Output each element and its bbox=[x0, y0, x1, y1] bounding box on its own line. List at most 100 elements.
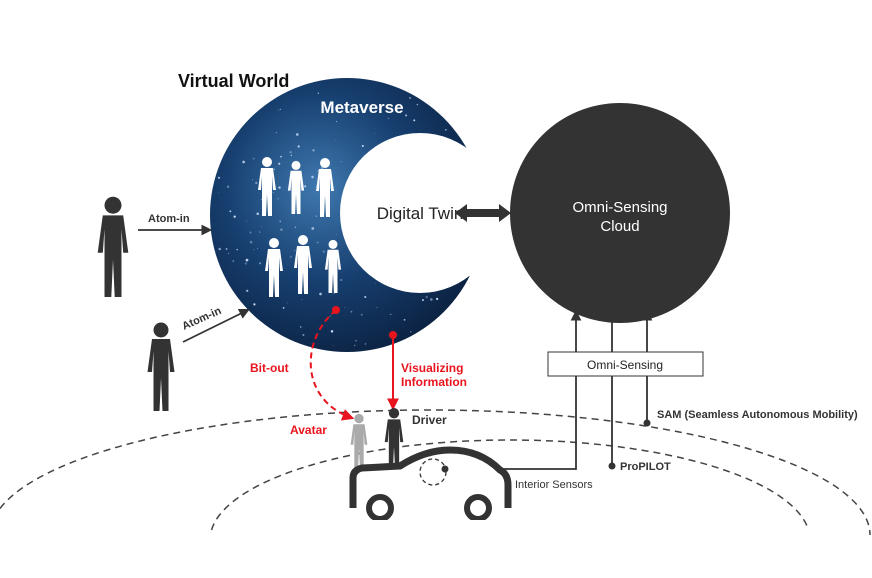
star bbox=[242, 160, 245, 164]
star bbox=[227, 252, 230, 255]
star bbox=[277, 109, 279, 111]
star bbox=[260, 199, 262, 201]
star bbox=[390, 313, 392, 315]
star bbox=[367, 104, 369, 106]
star bbox=[293, 249, 296, 252]
star bbox=[289, 150, 292, 154]
star bbox=[413, 119, 416, 122]
omni-sensing-box-label: Omni-Sensing bbox=[587, 358, 663, 372]
star bbox=[425, 295, 428, 299]
star bbox=[275, 132, 277, 134]
star bbox=[218, 247, 221, 251]
star bbox=[282, 306, 285, 309]
star bbox=[322, 250, 325, 253]
star bbox=[246, 220, 248, 222]
star bbox=[301, 299, 303, 300]
star bbox=[332, 345, 334, 346]
star bbox=[361, 144, 364, 148]
star bbox=[297, 145, 300, 148]
star bbox=[340, 161, 342, 163]
cloud-label-2: Cloud bbox=[600, 218, 639, 235]
star bbox=[311, 175, 314, 179]
star bbox=[350, 310, 353, 313]
star bbox=[225, 248, 228, 250]
star bbox=[317, 92, 320, 94]
star bbox=[261, 226, 262, 228]
star bbox=[277, 198, 279, 200]
star bbox=[416, 103, 419, 106]
driver-figure bbox=[384, 408, 404, 469]
star bbox=[286, 302, 288, 304]
star bbox=[218, 191, 220, 193]
star bbox=[259, 262, 262, 265]
star bbox=[421, 299, 424, 302]
atom-in-label-2: Atom-in bbox=[180, 305, 223, 333]
star bbox=[257, 247, 259, 249]
star bbox=[299, 326, 302, 328]
star bbox=[375, 282, 377, 284]
star bbox=[273, 168, 275, 170]
interior-sensors-label: Interior Sensors bbox=[515, 479, 593, 491]
car-icon bbox=[340, 446, 520, 529]
star bbox=[335, 234, 337, 235]
cloud-label-1: Omni-Sensing bbox=[572, 199, 667, 216]
star bbox=[233, 215, 236, 218]
star bbox=[336, 121, 338, 123]
sam-label: SAM (Seamless Autonomous Mobility) bbox=[657, 409, 858, 421]
star bbox=[376, 306, 378, 309]
atom-in-label-1: Atom-in bbox=[148, 213, 190, 225]
outer-road-ellipse bbox=[0, 409, 871, 536]
star bbox=[304, 185, 307, 188]
star bbox=[302, 334, 305, 336]
standing-woman bbox=[147, 322, 175, 411]
star bbox=[279, 220, 281, 223]
driver-label: Driver bbox=[412, 413, 447, 427]
propilot-label: ProPILOT bbox=[620, 461, 671, 473]
star bbox=[333, 292, 335, 295]
star bbox=[226, 185, 230, 189]
star bbox=[364, 343, 367, 345]
star bbox=[320, 167, 323, 169]
star bbox=[344, 306, 346, 308]
omni-sensing-cloud bbox=[510, 103, 730, 323]
digital-twin-circle bbox=[340, 133, 500, 293]
star bbox=[278, 162, 281, 165]
star bbox=[249, 231, 252, 234]
metaverse-label: Metaverse bbox=[320, 98, 403, 117]
star bbox=[403, 318, 406, 321]
star bbox=[309, 343, 311, 345]
sam-dot bbox=[643, 419, 651, 427]
star bbox=[255, 181, 258, 185]
star bbox=[295, 133, 299, 136]
star bbox=[290, 154, 292, 156]
star bbox=[330, 330, 334, 333]
star bbox=[312, 149, 315, 152]
visualizing-label-1: Visualizing bbox=[401, 361, 463, 375]
star bbox=[347, 307, 349, 309]
star bbox=[405, 114, 408, 117]
omni-sensing-box bbox=[547, 351, 704, 377]
star bbox=[319, 292, 322, 296]
star bbox=[217, 176, 220, 179]
star bbox=[245, 258, 249, 262]
star bbox=[236, 248, 238, 251]
star bbox=[289, 257, 291, 259]
star bbox=[253, 249, 255, 251]
star bbox=[280, 155, 282, 158]
walking-man bbox=[97, 196, 129, 297]
virtual-world-title: Virtual World bbox=[178, 71, 289, 91]
star bbox=[294, 226, 297, 229]
star bbox=[445, 129, 447, 131]
star bbox=[430, 298, 433, 301]
star bbox=[229, 210, 232, 213]
star bbox=[272, 192, 274, 194]
star bbox=[399, 111, 402, 114]
star bbox=[334, 139, 336, 141]
star bbox=[340, 278, 343, 282]
avatar-label: Avatar bbox=[290, 423, 327, 437]
star bbox=[290, 255, 293, 258]
star bbox=[282, 161, 284, 163]
interior-sensor-dot bbox=[441, 465, 449, 473]
star bbox=[408, 96, 412, 100]
